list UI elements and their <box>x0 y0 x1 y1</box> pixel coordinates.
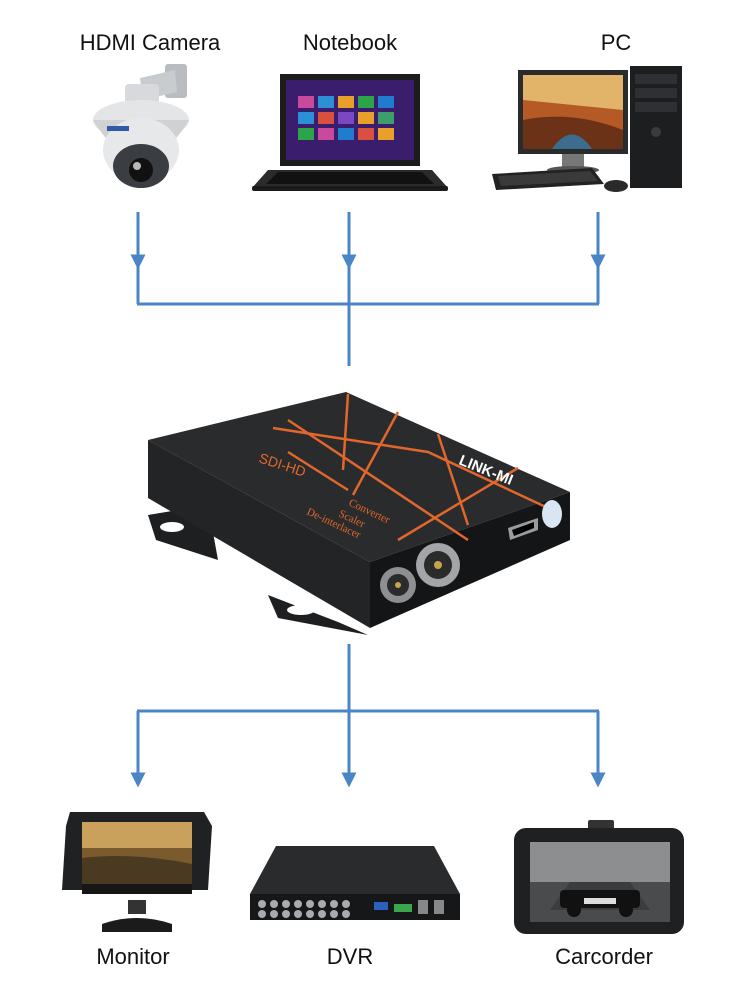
bnc-connector-1 <box>380 567 416 603</box>
dashcam-icon <box>510 820 690 938</box>
monitor-icon <box>62 808 212 936</box>
ptz-camera-icon <box>85 58 205 198</box>
desktop-pc-icon <box>492 60 692 200</box>
input-label-notebook: Notebook <box>302 30 398 55</box>
input-label-hdmi-camera: HDMI Camera <box>79 30 221 55</box>
output-label-carcorder: Carcorder <box>555 944 653 969</box>
laptop-icon <box>250 70 450 194</box>
converter-box-icon: SDI-HD LINK-MI Converter Scaler De-inter… <box>138 390 578 640</box>
dvr-icon <box>246 842 466 938</box>
input-label-pc: PC <box>600 30 632 55</box>
bnc-connector-2 <box>416 543 460 587</box>
output-label-monitor: Monitor <box>96 944 170 969</box>
output-label-dvr: DVR <box>326 944 374 969</box>
